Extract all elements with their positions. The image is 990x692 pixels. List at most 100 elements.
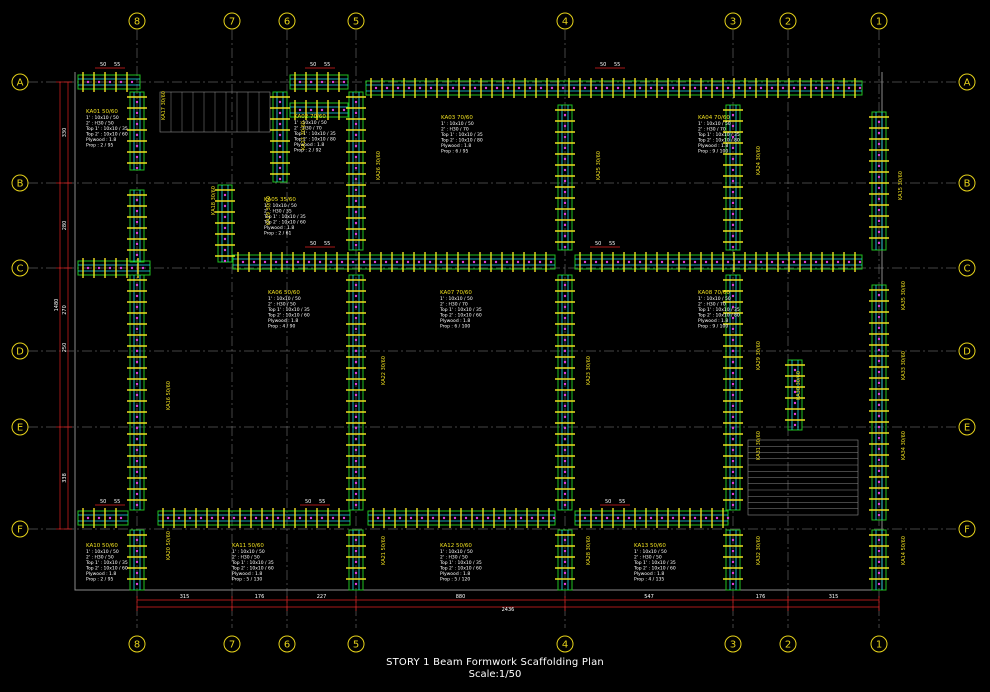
beam-3-top-tie: [731, 190, 735, 194]
beam-5-top-outline: [348, 91, 364, 251]
beam-label-name: KA03 70/60: [441, 115, 473, 121]
beam-1-bot-tie: [877, 538, 881, 542]
beam-label-line: Plywood : 1.8: [86, 571, 116, 577]
beam-a-right-tie: [693, 86, 697, 90]
beam-c-left-tie: [461, 260, 465, 264]
beam-a-right-tie: [528, 86, 532, 90]
vertical-beam-label: KA29 30/60: [756, 341, 762, 370]
beam-5-mid-tie: [354, 316, 358, 320]
beam-1-mid-tie: [877, 293, 881, 297]
beam-f-right-tie: [704, 516, 708, 520]
grid-bubble-top-circle: [724, 12, 742, 30]
beam-label-line: Prop : 2 / 61: [264, 231, 291, 237]
beam-1-mid-tie: [877, 337, 881, 341]
beam-c-far-tie: [141, 266, 145, 270]
grid-bubble-right-label: A: [964, 78, 971, 89]
beam-3-top-tie: [731, 179, 735, 183]
beam-5-top-tie: [354, 243, 358, 247]
beam-c-left-tie: [538, 260, 542, 264]
beam-a-right-tie: [462, 86, 466, 90]
beam-3-bot-tie: [731, 571, 735, 575]
grid-bubble-right-circle: [958, 259, 976, 277]
beam-a-right-tie: [847, 86, 851, 90]
dim-left-total-value: 1480: [54, 299, 60, 312]
beam-f-right-tie: [660, 516, 664, 520]
beam-a-right-tie: [407, 86, 411, 90]
beam-3-top-outline: [725, 104, 741, 251]
beam-a-right-tie: [627, 86, 631, 90]
beam-c-right-tie: [803, 260, 807, 264]
beam-label-line: 2' : H30 / 50: [268, 302, 296, 308]
beam-7-tie: [223, 248, 227, 252]
beam-label-line: 1' : 10x10 / 50: [440, 296, 473, 302]
beam-label-line: Top 1' : 10x10 / 35: [85, 126, 128, 132]
beam-f-left-tie: [331, 516, 335, 520]
beam-c-left-tie: [318, 260, 322, 264]
beam-3-mid-tie: [731, 393, 735, 397]
grid-bubble-left-label: E: [17, 423, 23, 434]
beam-8-b-tie: [135, 220, 139, 224]
beam-c-left-tie: [373, 260, 377, 264]
grid-bubble-bottom-label: 8: [134, 640, 140, 651]
beam-5-mid-tie: [354, 481, 358, 485]
beam-a-right-tie: [836, 86, 840, 90]
beam-a-left-tie: [119, 80, 123, 84]
spacing-mark-b: 55: [614, 62, 620, 68]
grid-bubble-right-circle: [958, 174, 976, 192]
beam-a-right-tie: [715, 86, 719, 90]
grid-bubble-top-circle: [556, 12, 574, 30]
beam-1-bot-tie: [877, 571, 881, 575]
beam-a-right-tie: [671, 86, 675, 90]
beam-2-tie: [793, 368, 797, 372]
spacing-mark-a: 50: [600, 62, 606, 68]
beam-7-tie: [223, 237, 227, 241]
beam-f-left-tie: [254, 516, 258, 520]
beam-f-right-tie: [693, 516, 697, 520]
beam-3-top-tie: [731, 146, 735, 150]
beam-label-line: Top 1' : 10x10 / 35: [697, 307, 740, 313]
beam-8-mid-tie: [135, 437, 139, 441]
vertical-beam-label: KA18 30/60: [211, 186, 217, 215]
beam-8-b-tie: [135, 242, 139, 246]
beam-8-mid-tie: [135, 360, 139, 364]
beam-c-right-tie: [671, 260, 675, 264]
beam-4-mid-tie: [563, 459, 567, 463]
beam-f-mid-tie: [409, 516, 413, 520]
beam-label-line: Top 1' : 10x10 / 35: [697, 132, 740, 138]
beam-a-left-tie: [97, 80, 101, 84]
beam-4-mid-tie: [563, 448, 567, 452]
beam-3-mid-tie: [731, 283, 735, 287]
beam-1-top-tie: [877, 164, 881, 168]
beam-5-mid-tie: [354, 371, 358, 375]
beam-1-mid-tie: [877, 502, 881, 506]
beam-4-top-tie: [563, 245, 567, 249]
beam-8-b-outline: [129, 189, 145, 263]
beam-c-right-tie: [627, 260, 631, 264]
spacing-mark-b: 55: [619, 499, 625, 505]
beam-labels: KA01 50/601' : 10x10 / 502' : H30 / 50To…: [85, 91, 907, 582]
beam-label-line: Prop : 2 / 95: [86, 577, 113, 583]
beam-5-mid-tie: [354, 492, 358, 496]
beam-f-left-tie: [166, 516, 170, 520]
beam-5-top-tie: [354, 111, 358, 115]
beam-4-mid-tie: [563, 349, 567, 353]
dim-value-bottom: 227: [317, 594, 327, 600]
beam-8-top-tie: [135, 144, 139, 148]
grid-bubble-bottom-label: 4: [562, 640, 568, 651]
beam-5-mid-tie: [354, 448, 358, 452]
beam-5-mid-tie: [354, 305, 358, 309]
beam-c-far-tie: [130, 266, 134, 270]
grid-bubble-top-label: 2: [785, 17, 791, 28]
beam-4-mid-tie: [563, 503, 567, 507]
vertical-beam-label: KA23 30/60: [586, 356, 592, 385]
beam-3-mid-tie: [731, 404, 735, 408]
beam-c-left-tie: [351, 260, 355, 264]
beam-3-mid-tie: [731, 360, 735, 364]
beam-c-right-tie: [792, 260, 796, 264]
beam-c-right-tie: [715, 260, 719, 264]
beam-8-mid-tie: [135, 327, 139, 331]
beam-8-bot-outline: [129, 529, 145, 591]
beam-3-mid-tie: [731, 338, 735, 342]
grid-bubble-bottom-label: 2: [785, 640, 791, 651]
beam-a-mid-outline: [289, 74, 349, 90]
